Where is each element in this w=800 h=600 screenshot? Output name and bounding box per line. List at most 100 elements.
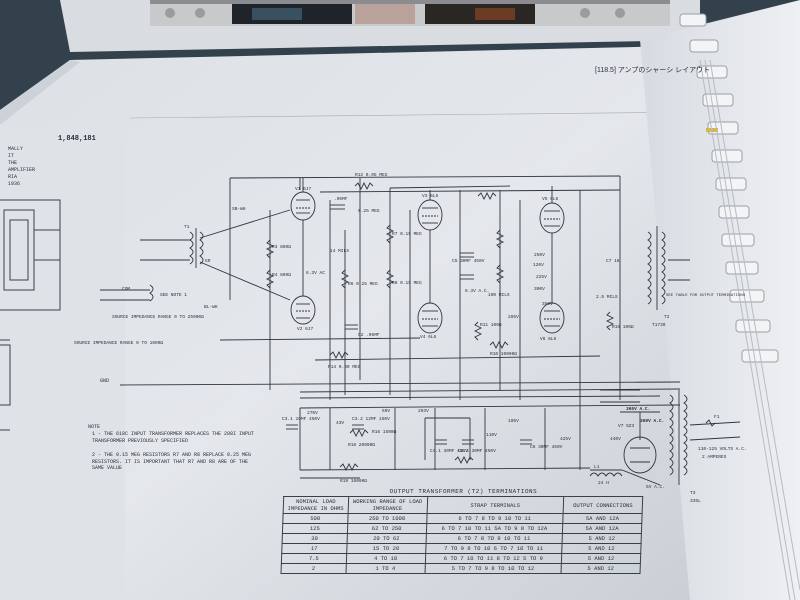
- label-365vac: 365V A.C.: [626, 406, 650, 412]
- label-335l: 335L: [690, 498, 701, 504]
- table-cell: 6 TO 7 10 TO 11 5A TO 9 8 TO 12A: [425, 523, 563, 534]
- amplifier-photo: [150, 0, 670, 26]
- label-293v: 293V: [418, 408, 429, 414]
- label-v1: V1 6J7: [295, 186, 312, 192]
- terminations-table: NOMINAL LOAD IMPEDANCE IN OHMS WORKING R…: [280, 496, 643, 574]
- left-page-fragment: 1,848,181 MALLY IT THE AMPLIFIER RIA 193…: [0, 122, 125, 600]
- label-v6: V6 6L6: [540, 336, 557, 342]
- header-strap: STRAP TERMINALS: [426, 496, 564, 514]
- left-text-3: THE: [8, 160, 17, 166]
- table-cell: 4 TO 10: [345, 553, 426, 564]
- label-c7: C7 16: [606, 258, 620, 264]
- schematic-labels: V1 6J7 V2 6J7 V3 6L6 V4 6L6 V5 6L6 V6 6L…: [74, 172, 747, 504]
- label-c32: C3.2 12MF 150V: [352, 416, 390, 422]
- notes-block: NOTE 1 - THE 618C INPUT TRANSFORMER REPL…: [88, 424, 255, 471]
- label-425v: 425V: [560, 436, 571, 442]
- label-c42: C4.2 30MF 450V: [458, 448, 496, 454]
- label-r18: R18 20000Ω: [348, 442, 375, 448]
- table-cell: 7.5: [281, 553, 347, 564]
- label-v5: V5 6L6: [542, 196, 559, 202]
- input-transformer-t2: [100, 284, 154, 302]
- notes-heading: NOTE: [88, 424, 100, 430]
- header-nominal: NOMINAL LOAD IMPEDANCE IN OHMS: [283, 496, 349, 514]
- label-c2: C2 .05MF: [358, 332, 380, 338]
- table-cell: 500: [282, 513, 348, 524]
- table-cell: 5 AND 12: [561, 563, 641, 574]
- table-cell: 5A AND 12A: [562, 513, 643, 524]
- label-350v: 350V: [542, 301, 553, 307]
- label-t1: T1: [184, 224, 190, 230]
- table-cell: 15 TO 20: [346, 543, 426, 554]
- table-row: 500 250 TO 1000 6 TO 7 8 TO 9 10 TO 11 5…: [282, 513, 643, 524]
- label-r11: R11 100Ω: [480, 322, 502, 328]
- label-63vac: 6.3V A.C.: [465, 288, 489, 294]
- label-r4: R4 800Ω: [272, 272, 291, 278]
- label-250v: 250V: [534, 252, 545, 258]
- left-text-2: IT: [8, 153, 14, 159]
- table-cell: 6 TO 7 10 TO 11 8 TO 12 5 TO 9: [424, 553, 562, 564]
- label-r12: R12 0.05 MEG: [355, 172, 388, 178]
- label-60v: 60V: [382, 408, 390, 414]
- label-v2: V2 6J7: [297, 326, 314, 332]
- label-source-imp-2: SOURCE IMPEDANCE RANGE 0 TO 1000Ω: [74, 340, 163, 346]
- label-c05mf: .05MF: [334, 196, 348, 202]
- label-wire-bl: BL-WH: [204, 304, 218, 310]
- table-cell: 17: [281, 543, 347, 554]
- label-r10: R10 10000Ω: [490, 351, 517, 357]
- label-105v: 105V: [508, 418, 519, 424]
- table-cell: 20 TO 62: [346, 533, 426, 544]
- photo-caption: [118.5] アンプのシャーシ レイアウト: [595, 66, 710, 74]
- label-r7: R7 0.15 MEG: [392, 231, 422, 237]
- label-c6: C6 30MF 450V: [530, 444, 563, 450]
- label-c5: C5 30MF 450V: [452, 258, 485, 264]
- label-c41: C4.1 30MF 450V: [430, 448, 468, 454]
- label-24h: 24 H: [598, 480, 609, 486]
- label-com: COM: [122, 286, 130, 292]
- label-110v: 110V: [486, 432, 497, 438]
- table-cell: 1 TO 4: [345, 563, 425, 574]
- left-text-1: MALLY: [8, 146, 23, 152]
- note-1: 1 - THE 618C INPUT TRANSFORMER REPLACES …: [92, 431, 255, 444]
- table-cell: 62 TO 250: [347, 523, 427, 534]
- label-r14: R14 0.30 MEG: [328, 364, 361, 370]
- note-2: 2 - THE 0.15 MEG RESISTORS R7 AND R8 REP…: [92, 452, 252, 471]
- left-text-5: RIA: [8, 174, 17, 180]
- label-300v: 300V: [534, 286, 545, 292]
- patent-number: 1,848,181: [58, 135, 96, 143]
- power-transformer: [669, 390, 741, 485]
- table-cell: 5 AND 12: [562, 533, 642, 544]
- left-text-4: AMPLIFIER: [8, 167, 35, 173]
- table-cell: 250 TO 1000: [347, 513, 427, 524]
- label-270v: 270V: [307, 410, 318, 416]
- label-r8: R8 0.15 MEG: [392, 280, 422, 286]
- label-100mils: 100 MILS: [488, 292, 510, 298]
- label-gnd: GND: [100, 378, 109, 384]
- label-mains: 110-125 VOLTS A.C.: [698, 446, 747, 452]
- label-f1: F1: [714, 414, 720, 420]
- header-output: OUTPUT CONNECTIONS: [563, 496, 643, 514]
- label-369vac: 369V A.C.: [640, 418, 664, 424]
- table-cell: 5 AND 12: [561, 553, 641, 564]
- label-heater: 6.3V AC: [306, 270, 325, 276]
- table-row: 7.5 4 TO 10 6 TO 7 10 TO 11 8 TO 12 5 TO…: [281, 553, 641, 564]
- label-amperes: 2 AMPERES: [702, 454, 727, 460]
- left-text-6: 1936: [8, 181, 20, 187]
- label-c31: C3.1 10MF 450V: [282, 416, 320, 422]
- label-r-025: 0.25 MEG: [358, 208, 380, 214]
- table-header-row: NOMINAL LOAD IMPEDANCE IN OHMS WORKING R…: [283, 496, 643, 514]
- label-r3: R3 800Ω: [272, 244, 291, 250]
- table-row: 2 1 TO 4 5 TO 7 TO 9 8 TO 10 TO 12 5 AND…: [281, 563, 641, 574]
- label-r19: R19 10000Ω: [340, 478, 367, 484]
- table-cell: 30: [282, 533, 348, 544]
- label-25mils: 2.5 MILS: [596, 294, 618, 300]
- label-t3: T3: [690, 490, 696, 496]
- table-cell: 5 TO 7 TO 9 8 TO 10 TO 12: [424, 563, 562, 574]
- table-cell: 6 TO 7 8 TO 9 10 TO 11: [425, 533, 563, 544]
- header-working: WORKING RANGE OF LOAD IMPEDANCE: [347, 496, 428, 514]
- choke-l1: [589, 469, 623, 477]
- terminations-table-wrapper: OUTPUT TRANSFORMER (T2) TERMINATIONS NOM…: [280, 488, 643, 574]
- schematic-diagram: [100, 175, 741, 486]
- table-cell: 7 TO 9 8 TO 10 6 TO 7 10 TO 11: [425, 543, 563, 554]
